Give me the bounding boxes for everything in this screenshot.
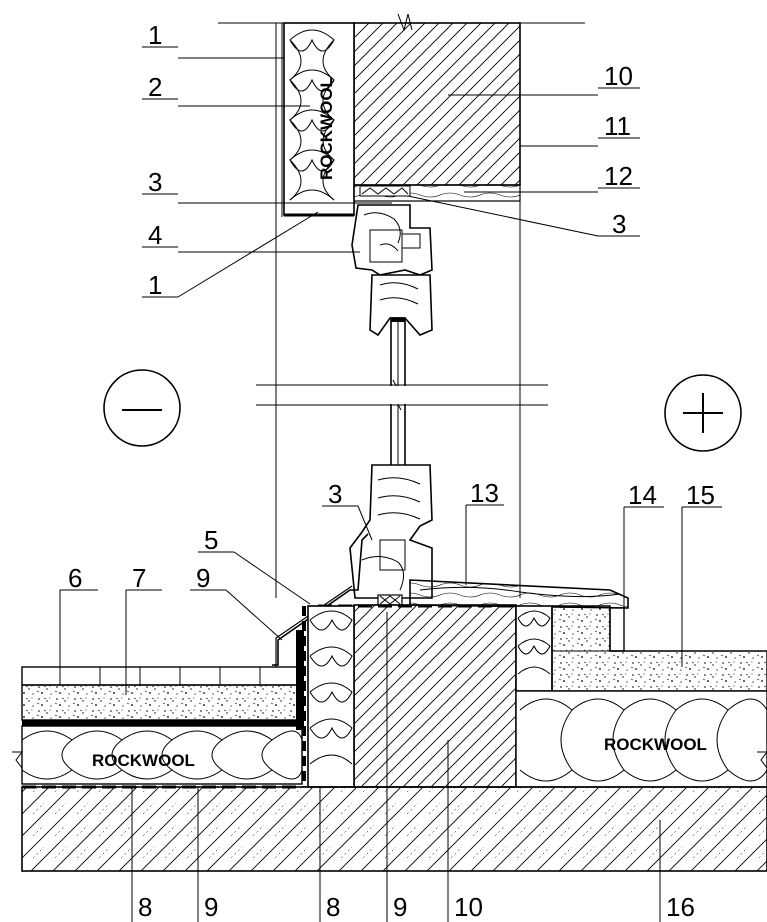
interior-floor-buildup: ROCKWOOL [515, 605, 767, 788]
insulation-label-floor-right: ROCKWOOL [604, 735, 707, 754]
label-12: 12 [604, 161, 633, 191]
label-10-top: 10 [604, 61, 633, 91]
label-2: 2 [148, 72, 162, 102]
internal-sill-board [409, 579, 629, 609]
label-3-right: 3 [612, 209, 626, 239]
label-15: 15 [686, 480, 715, 510]
window-bottom-frame [349, 464, 433, 606]
label-9-left: 9 [196, 563, 210, 593]
label-10-bottom: 10 [454, 892, 483, 922]
label-3-top: 3 [148, 167, 162, 197]
lower-wall [302, 604, 553, 788]
label-5: 5 [204, 525, 218, 555]
annotation-labels: 1 2 3 4 1 10 11 12 3 3 5 6 7 9 13 14 15 … [68, 20, 715, 922]
label-9-bottom-a: 9 [204, 892, 218, 922]
label-3-sill: 3 [328, 479, 342, 509]
label-13: 13 [470, 478, 499, 508]
label-11: 11 [604, 111, 631, 141]
exterior-symbol [103, 369, 181, 447]
insulation-label-floor-left: ROCKWOOL [92, 751, 195, 770]
exterior-floor-buildup: ROCKWOOL [12, 630, 304, 785]
window-head-frame [351, 204, 433, 337]
label-4: 4 [148, 220, 162, 250]
label-1-top: 1 [148, 20, 162, 50]
annotation-leaders [59, 46, 722, 922]
label-9-bottom-b: 9 [393, 892, 407, 922]
lintel-concrete [353, 22, 521, 186]
lintel-assembly: ROCKWOOL [218, 13, 585, 598]
floor-slab [21, 785, 767, 872]
label-7: 7 [132, 563, 146, 593]
insulation-label-wall: ROCKWOOL [317, 77, 336, 180]
label-14: 14 [628, 480, 657, 510]
label-6: 6 [68, 563, 82, 593]
lintel-insulation [283, 22, 355, 216]
label-1-bottom: 1 [148, 270, 162, 300]
label-16-bottom: 16 [666, 892, 695, 922]
glazing [256, 317, 548, 479]
interior-symbol [664, 374, 742, 452]
label-8-bottom-a: 8 [138, 892, 152, 922]
label-8-bottom-b: 8 [326, 892, 340, 922]
